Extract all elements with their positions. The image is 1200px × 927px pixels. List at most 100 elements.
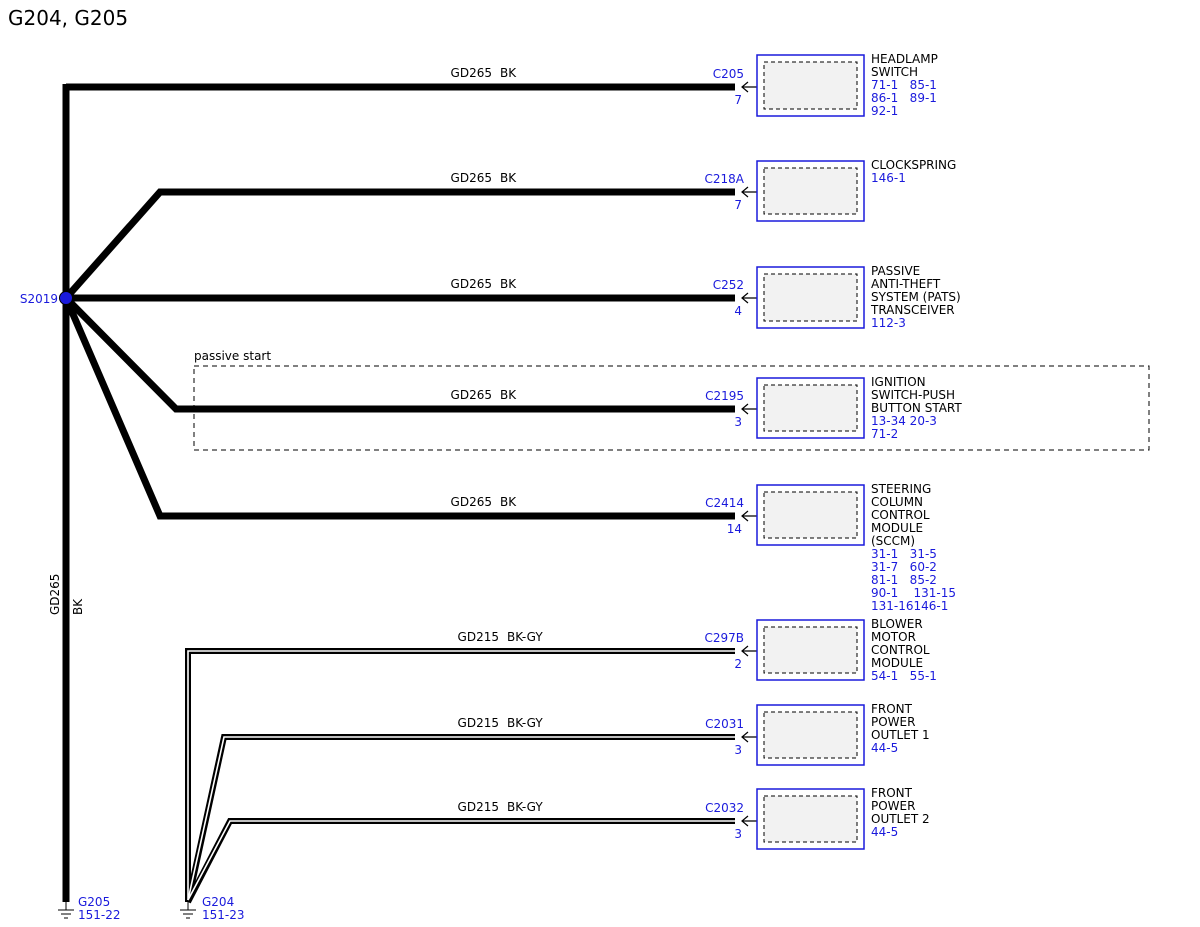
- wire-color-label: BK-GY: [507, 716, 543, 730]
- splice-dot: [59, 291, 73, 305]
- component-name: TRANSCEIVER: [870, 303, 955, 317]
- wire-circuit-label: GD265: [451, 388, 492, 402]
- component-name: PASSIVE: [871, 264, 920, 278]
- wire-color-label: BK: [500, 495, 517, 509]
- wire-color-label: BK: [500, 277, 517, 291]
- component-ref[interactable]: 31-1 31-5: [871, 547, 937, 561]
- main-wire-color: BK: [71, 598, 85, 615]
- component-name: IGNITION: [871, 375, 926, 389]
- component-inner-box: [763, 167, 858, 215]
- wire-color-label: BK: [500, 66, 517, 80]
- wire-branch: [62, 296, 735, 520]
- pin-arrow-icon: [741, 731, 749, 743]
- component-inner-box: [763, 795, 858, 843]
- connector-pin: 14: [727, 522, 742, 536]
- component-name: POWER: [871, 799, 915, 813]
- connector-pin: 7: [734, 93, 742, 107]
- component-inner-box: [763, 384, 858, 432]
- wire-color-label: BK: [500, 171, 517, 185]
- passive-start-label: passive start: [194, 349, 271, 363]
- pin-arrow-icon: [741, 292, 749, 304]
- diagram-title: G204, G205: [8, 6, 128, 30]
- main-wire-circuit: GD265: [48, 574, 62, 615]
- component-name: OUTLET 1: [871, 728, 930, 742]
- pin-arrow-icon: [741, 81, 749, 93]
- component-ref[interactable]: 112-3: [871, 316, 906, 330]
- splice-label: S2019: [20, 292, 58, 306]
- connector-id: C218A: [705, 172, 745, 186]
- ground-symbol-g205: [58, 902, 74, 919]
- component-inner-box: [763, 61, 858, 110]
- component-name: OUTLET 2: [871, 812, 930, 826]
- component-name: FRONT: [871, 786, 913, 800]
- component-name: HEADLAMP: [871, 52, 938, 66]
- connector-pin: 4: [734, 304, 742, 318]
- component-ref[interactable]: 44-5: [871, 825, 898, 839]
- component-ref[interactable]: 131-16146-1: [871, 599, 948, 613]
- connector-pin: 3: [734, 415, 742, 429]
- component-ref[interactable]: 81-1 85-2: [871, 573, 937, 587]
- wire-circuit-label: GD265: [451, 171, 492, 185]
- component-ref[interactable]: 146-1: [871, 171, 906, 185]
- component-ref[interactable]: 92-1: [871, 104, 898, 118]
- wire-circuit-label: GD265: [451, 277, 492, 291]
- connector-id: C2032: [705, 801, 744, 815]
- connector-pin: 7: [734, 198, 742, 212]
- component-name: MOTOR: [871, 630, 916, 644]
- component-name: COLUMN: [871, 495, 923, 509]
- component-name: SWITCH: [871, 65, 918, 79]
- component-ref[interactable]: 54-1 55-1: [871, 669, 937, 683]
- component-name: FRONT: [871, 702, 913, 716]
- connector-id: C252: [713, 278, 744, 292]
- component-name: MODULE: [871, 521, 923, 535]
- component-name: BUTTON START: [871, 401, 962, 415]
- connector-id: C205: [713, 67, 744, 81]
- component-name: CONTROL: [871, 508, 930, 522]
- component-name: ANTI-THEFT: [871, 277, 941, 291]
- component-name: STEERING: [871, 482, 931, 496]
- component-name: CONTROL: [871, 643, 930, 657]
- wire-branch: [63, 295, 735, 413]
- pin-arrow-icon: [741, 510, 749, 522]
- wire-circuit-label: GD215: [458, 716, 499, 730]
- wire-circuit-label: GD265: [451, 66, 492, 80]
- component-inner-box: [763, 273, 858, 322]
- ground-g205-ref: 151-22: [78, 908, 121, 922]
- component-name: POWER: [871, 715, 915, 729]
- ground-g204-id: G204: [202, 895, 234, 909]
- pin-arrow-icon: [741, 815, 749, 827]
- pin-arrow-icon: [741, 186, 749, 198]
- component-ref[interactable]: 90-1 131-15: [871, 586, 956, 600]
- component-ref[interactable]: 71-1 85-1: [871, 78, 937, 92]
- pin-arrow-icon: [741, 403, 749, 415]
- component-name: MODULE: [871, 656, 923, 670]
- component-ref[interactable]: 86-1 89-1: [871, 91, 937, 105]
- connector-pin: 3: [734, 827, 742, 841]
- component-name: CLOCKSPRING: [871, 158, 956, 172]
- connector-id: C297B: [704, 631, 744, 645]
- component-name: (SCCM): [871, 534, 915, 548]
- connector-id: C2414: [705, 496, 744, 510]
- component-inner-box: [763, 711, 858, 759]
- wire-branch: [63, 188, 735, 301]
- connector-pin: 3: [734, 743, 742, 757]
- connector-id: C2195: [705, 389, 744, 403]
- component-name: BLOWER: [871, 617, 923, 631]
- pin-arrow-icon: [741, 645, 749, 657]
- component-ref[interactable]: 31-7 60-2: [871, 560, 937, 574]
- gd215-wire-group: [185, 648, 735, 904]
- ground-symbol-g204: [180, 902, 196, 919]
- wire-color-label: BK: [500, 388, 517, 402]
- component-ref[interactable]: 71-2: [871, 427, 898, 441]
- ground-g205-id: G205: [78, 895, 110, 909]
- component-ref[interactable]: 44-5: [871, 741, 898, 755]
- component-name: SWITCH-PUSH: [871, 388, 955, 402]
- component-name: SYSTEM (PATS): [871, 290, 961, 304]
- wire-circuit-label: GD265: [451, 495, 492, 509]
- wire-color-label: BK-GY: [507, 630, 543, 644]
- wire-circuit-label: GD215: [458, 800, 499, 814]
- component-ref[interactable]: 13-34 20-3: [871, 414, 937, 428]
- ground-g204-ref: 151-23: [202, 908, 245, 922]
